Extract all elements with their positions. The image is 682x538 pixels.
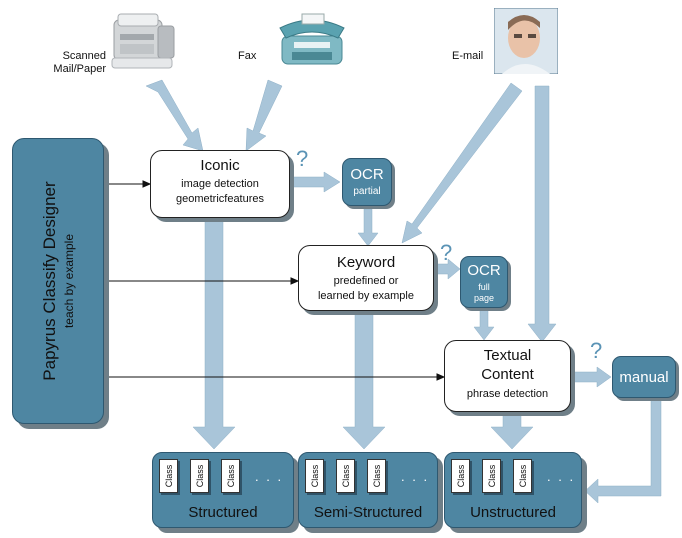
unstructured-label: Unstructured xyxy=(470,504,556,521)
arrow-fax-to-iconic xyxy=(245,79,283,152)
designer-subtitle: teach by example xyxy=(62,233,76,329)
iconic-title: Iconic xyxy=(200,157,240,174)
manual-label: manual xyxy=(619,369,669,386)
designer-title: Papyrus Classify Designer xyxy=(40,181,59,381)
telephone-fax-icon xyxy=(279,13,345,65)
arrow-email-to-keyword xyxy=(401,82,523,244)
ocr-partial-box: OCR partial xyxy=(342,158,392,206)
person-photo-icon xyxy=(494,8,558,74)
ellipsis: . . . xyxy=(401,469,430,484)
textual-title2: Content xyxy=(481,366,534,383)
arrow-ocr-to-keyword xyxy=(357,208,379,247)
textual-line1: phrase detection xyxy=(466,388,549,400)
email-label: E-mail xyxy=(452,50,484,62)
question-mark-keyword: ? xyxy=(440,240,453,265)
arrow-manual-to-unstructured xyxy=(584,399,662,504)
scanner-fax-machine-icon xyxy=(111,13,175,69)
structured-label: Structured xyxy=(188,504,258,521)
ocr-partial-sub: partial xyxy=(353,186,381,197)
textual-title: Textual xyxy=(483,347,532,364)
arrow-ocr-full-to-textual xyxy=(473,305,495,341)
ocr-full-sub1: full xyxy=(478,282,490,292)
class-card: Class xyxy=(367,459,386,493)
structured-panel: Class Class Class . . . Structured xyxy=(152,452,294,528)
class-card: Class xyxy=(336,459,355,493)
keyword-title: Keyword xyxy=(336,254,396,271)
fax-label: Fax xyxy=(238,50,257,62)
ocr-full-sub2: page xyxy=(473,293,495,303)
ellipsis: . . . xyxy=(255,469,284,484)
manual-box: manual xyxy=(612,356,676,398)
unstructured-panel: Class Class Class . . . Unstructured xyxy=(444,452,582,528)
semi-structured-label: Semi-Structured xyxy=(313,504,423,521)
keyword-node: Keyword predefined or learned by example xyxy=(298,245,434,311)
ocr-full-title: OCR xyxy=(467,262,501,279)
arrow-textual-to-manual xyxy=(571,366,612,388)
ocr-partial-title: OCR xyxy=(350,166,384,183)
arrow-textual-to-unstructured xyxy=(490,412,534,450)
arrow-email-to-textual xyxy=(527,85,557,343)
class-card: Class xyxy=(305,459,324,493)
ocr-full-page-box: OCR full page xyxy=(460,256,508,308)
ellipsis: . . . xyxy=(547,469,576,484)
class-card: Class xyxy=(451,459,470,493)
keyword-line1: predefined or xyxy=(333,275,399,287)
classify-designer-panel: Papyrus Classify Designer teach by examp… xyxy=(12,138,104,424)
arrowhead-designer-to-keyword xyxy=(290,277,300,285)
keyword-line2: learned by example xyxy=(317,290,414,302)
question-mark-iconic: ? xyxy=(296,146,309,171)
class-card: Class xyxy=(482,459,501,493)
question-mark-textual: ? xyxy=(590,338,603,363)
class-card: Class xyxy=(159,459,178,493)
scanned-mail-label: Scanned Mail/Paper xyxy=(53,50,106,75)
arrowhead-designer-to-textual xyxy=(436,373,446,381)
arrow-keyword-to-semi xyxy=(342,312,386,450)
class-card: Class xyxy=(221,459,240,493)
iconic-line2: geometricfeatures xyxy=(175,193,265,205)
class-card: Class xyxy=(513,459,532,493)
iconic-line1: image detection xyxy=(181,178,259,190)
arrow-scanner-to-iconic xyxy=(145,79,204,152)
arrow-keyword-to-ocr-full xyxy=(435,258,461,280)
arrowhead-designer-to-iconic xyxy=(142,180,152,188)
semi-structured-panel: Class Class Class . . . Semi-Structured xyxy=(298,452,438,528)
iconic-node: Iconic image detection geometricfeatures xyxy=(150,150,290,218)
arrow-iconic-to-ocr xyxy=(291,171,341,193)
arrow-iconic-to-structured xyxy=(192,220,236,450)
class-card: Class xyxy=(190,459,209,493)
textual-content-node: Textual Content phrase detection xyxy=(444,340,571,412)
